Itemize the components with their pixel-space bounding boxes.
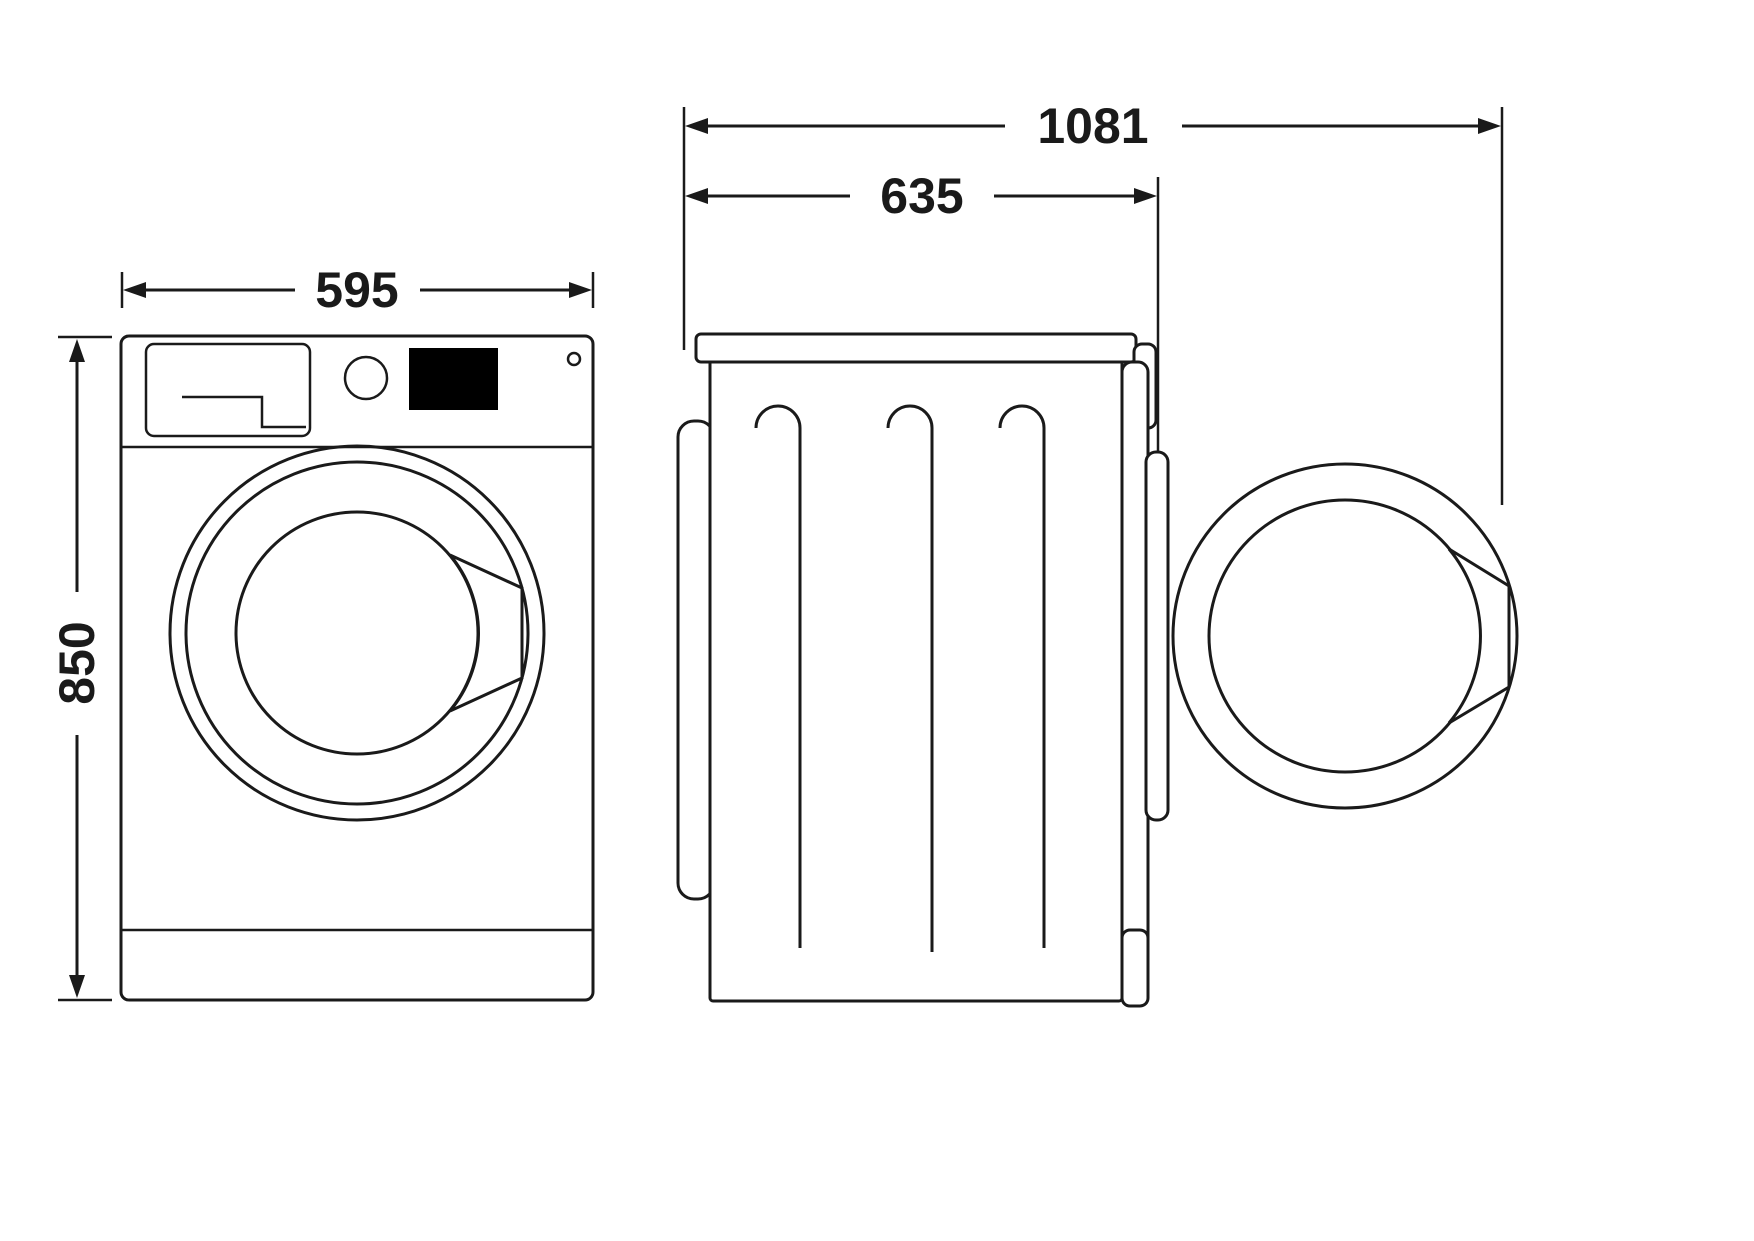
front-panel-slab: [1120, 360, 1150, 1004]
depth-total-arrow-left: [685, 118, 708, 134]
side-rib-1: [754, 404, 802, 948]
program-knob: [343, 355, 389, 401]
dimension-label-595: 595: [315, 262, 398, 318]
door-seal-edge: [1144, 450, 1170, 822]
door-outer-ring: [168, 444, 546, 822]
power-indicator: [566, 351, 582, 367]
front-cabinet-outline: [119, 334, 595, 1002]
open-door-outer-ring: [1171, 462, 1519, 810]
door-handle: [448, 553, 524, 713]
height-arrow-up: [69, 339, 85, 362]
open-door-handle: [1447, 547, 1511, 725]
front-view: [119, 334, 595, 1002]
depth-body-arrow-right: [1134, 188, 1157, 204]
width-arrow-right: [569, 282, 592, 298]
side-view: [676, 332, 1519, 1008]
depth-total-arrow-right: [1478, 118, 1501, 134]
door-mid-ring: [184, 460, 530, 806]
drawer-handle-detail: [182, 395, 306, 429]
dimension-width-front: 595: [120, 262, 595, 318]
dimension-depth-body: 635: [685, 168, 1160, 452]
dimension-label-635: 635: [880, 168, 963, 224]
dimension-height: 850: [49, 335, 112, 1002]
width-arrow-left: [123, 282, 146, 298]
dimension-label-1081: 1081: [1037, 98, 1148, 154]
bottom-foot: [1120, 928, 1150, 1008]
height-arrow-down: [69, 975, 85, 998]
detergent-drawer: [144, 342, 312, 438]
dimension-depth-door-open: 1081: [682, 98, 1504, 505]
display-screen: [409, 348, 498, 410]
dimension-label-850: 850: [49, 621, 105, 704]
side-cabinet-outline: [708, 358, 1124, 1003]
depth-body-arrow-left: [685, 188, 708, 204]
side-rib-3: [998, 404, 1046, 948]
top-lid: [694, 332, 1138, 364]
side-rib-2: [886, 404, 934, 952]
